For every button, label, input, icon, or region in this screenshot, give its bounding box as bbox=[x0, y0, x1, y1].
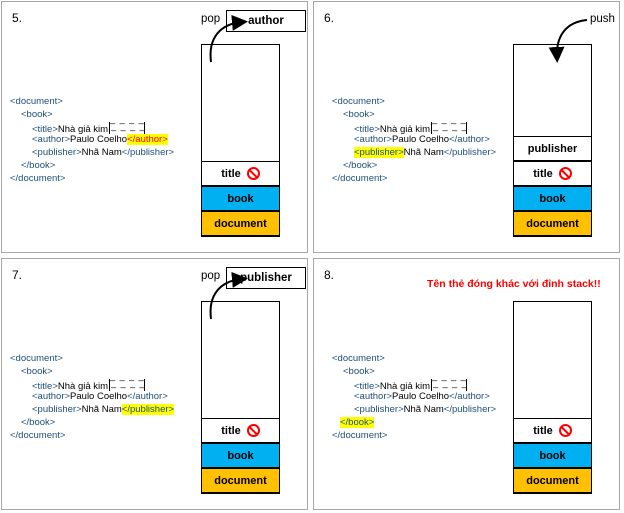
xml-text: Nhà giả kim bbox=[57, 123, 109, 135]
xml-tag: <book> bbox=[21, 108, 53, 120]
xml-tag: <publisher> bbox=[32, 147, 82, 159]
xml-tag: </book> bbox=[21, 159, 56, 171]
highlighted-tag: </publisher> bbox=[121, 404, 175, 416]
stack-cell-publisher: publisher bbox=[513, 136, 592, 161]
stack-cell-book: book bbox=[513, 443, 592, 468]
xml-tag: <publisher> bbox=[32, 404, 82, 416]
xml-text: Nhã Nam bbox=[81, 147, 122, 159]
xml-code: <document> <book> <title>Nhà giả kim_ _ … bbox=[10, 96, 174, 186]
missing-close-tag: _ _ _ _ bbox=[432, 370, 467, 381]
stack-cell-title: title bbox=[201, 418, 280, 443]
xml-text: Nhà giả kim bbox=[379, 380, 431, 392]
step-number: 8. bbox=[324, 268, 335, 282]
highlighted-tag: <publisher> bbox=[354, 147, 404, 159]
xml-tag: </document> bbox=[10, 172, 66, 184]
missing-close-tag: _ _ _ _ bbox=[110, 370, 145, 381]
stack-cell-document: document bbox=[201, 468, 280, 493]
stack-cell-document: document bbox=[513, 468, 592, 493]
xml-tag: <author> bbox=[32, 391, 71, 403]
stack-cell-document: document bbox=[513, 211, 592, 236]
xml-tag: </book> bbox=[21, 416, 56, 428]
panel-step-5: 5. <document> <book> <title>Nhà giả kim_… bbox=[1, 1, 308, 253]
stack-cell-title: title bbox=[201, 161, 280, 186]
xml-tag: <author> bbox=[32, 134, 71, 146]
xml-tag: <title> bbox=[32, 380, 58, 392]
step-number: 6. bbox=[324, 11, 335, 25]
xml-tag: </document> bbox=[332, 429, 388, 441]
xml-text: Nhã Nam bbox=[403, 147, 444, 159]
push-label: push bbox=[590, 13, 615, 25]
no-entry-icon bbox=[558, 424, 572, 437]
no-entry-icon bbox=[246, 424, 260, 437]
xml-tag: <title> bbox=[32, 123, 58, 135]
xml-tag: </author> bbox=[449, 134, 490, 146]
xml-tag: <title> bbox=[354, 123, 380, 135]
missing-close-tag: _ _ _ _ bbox=[433, 377, 468, 388]
xml-tag: </publisher> bbox=[443, 404, 497, 416]
xml-tag: </document> bbox=[10, 429, 66, 441]
error-message: Tên thẻ đóng khác với đỉnh stack!! bbox=[427, 278, 601, 290]
xml-tag: <document> bbox=[10, 96, 63, 107]
xml-text: Nhà giả kim bbox=[57, 380, 109, 392]
pop-label: pop bbox=[201, 13, 221, 25]
xml-code: <document> <book> <title>Nhà giả kim_ _ … bbox=[332, 96, 496, 186]
missing-close-tag: _ _ _ _ bbox=[110, 113, 145, 124]
missing-close-tag: _ _ _ _ bbox=[111, 377, 146, 388]
curved-arrow-icon bbox=[209, 271, 248, 320]
stack: title book document bbox=[201, 301, 280, 494]
highlighted-tag: </author> bbox=[127, 134, 168, 146]
xml-tag: <publisher> bbox=[354, 404, 404, 416]
stack-cell-book: book bbox=[201, 443, 280, 468]
xml-tag: </author> bbox=[127, 391, 168, 403]
xml-tag: <title> bbox=[354, 380, 380, 392]
step-number: 5. bbox=[12, 11, 23, 25]
panel-step-7: 7. <document> <book> <title>Nhà giả kim_… bbox=[1, 258, 308, 510]
curved-arrow-icon bbox=[548, 19, 588, 63]
xml-tag: <document> bbox=[332, 96, 385, 107]
xml-text: Paulo Coelho bbox=[392, 134, 450, 146]
xml-tag: </publisher> bbox=[443, 147, 497, 159]
xml-text: Nhã Nam bbox=[81, 404, 122, 416]
xml-code: <document> <book> <title>Nhà giả kim_ _ … bbox=[332, 353, 496, 443]
xml-tag: <document> bbox=[332, 353, 385, 364]
stack: title book document bbox=[201, 44, 280, 237]
xml-text: Paulo Coelho bbox=[70, 134, 128, 146]
step-number: 7. bbox=[12, 268, 23, 282]
pop-label: pop bbox=[201, 270, 221, 282]
stack: publisher title book document bbox=[513, 44, 592, 237]
xml-text: Paulo Coelho bbox=[70, 391, 128, 403]
stack-cell-title: title bbox=[513, 161, 592, 186]
xml-tag: <book> bbox=[343, 108, 375, 120]
panel-step-6: 6. <document> <book> <title>Nhà giả kim_… bbox=[313, 1, 620, 253]
stack-cell-book: book bbox=[513, 186, 592, 211]
xml-code: <document> <book> <title>Nhà giả kim_ _ … bbox=[10, 353, 175, 443]
no-entry-icon bbox=[558, 167, 572, 180]
xml-tag: </book> bbox=[343, 159, 378, 171]
xml-tag: </author> bbox=[449, 391, 490, 403]
curved-arrow-icon bbox=[209, 14, 248, 63]
xml-text: Paulo Coelho bbox=[392, 391, 450, 403]
xml-tag: <author> bbox=[354, 134, 393, 146]
xml-tag: <document> bbox=[10, 353, 63, 364]
missing-close-tag: _ _ _ _ bbox=[433, 120, 468, 131]
xml-tag: <book> bbox=[21, 365, 53, 377]
stack-cell-book: book bbox=[201, 186, 280, 211]
stack: title book document bbox=[513, 301, 592, 494]
xml-text: Nhã Nam bbox=[403, 404, 444, 416]
highlighted-tag: </book> bbox=[340, 416, 375, 428]
xml-text: Nhà giả kim bbox=[379, 123, 431, 135]
xml-tag: </document> bbox=[332, 172, 388, 184]
missing-close-tag: _ _ _ _ bbox=[111, 120, 146, 131]
no-entry-icon bbox=[246, 167, 260, 180]
xml-tag: </publisher> bbox=[121, 147, 175, 159]
stack-cell-title: title bbox=[513, 418, 592, 443]
panel-step-8: 8. Tên thẻ đóng khác với đỉnh stack!! <d… bbox=[313, 258, 620, 510]
xml-tag: <book> bbox=[343, 365, 375, 377]
stack-cell-document: document bbox=[201, 211, 280, 236]
missing-close-tag: _ _ _ _ bbox=[432, 113, 467, 124]
xml-tag: <author> bbox=[354, 391, 393, 403]
